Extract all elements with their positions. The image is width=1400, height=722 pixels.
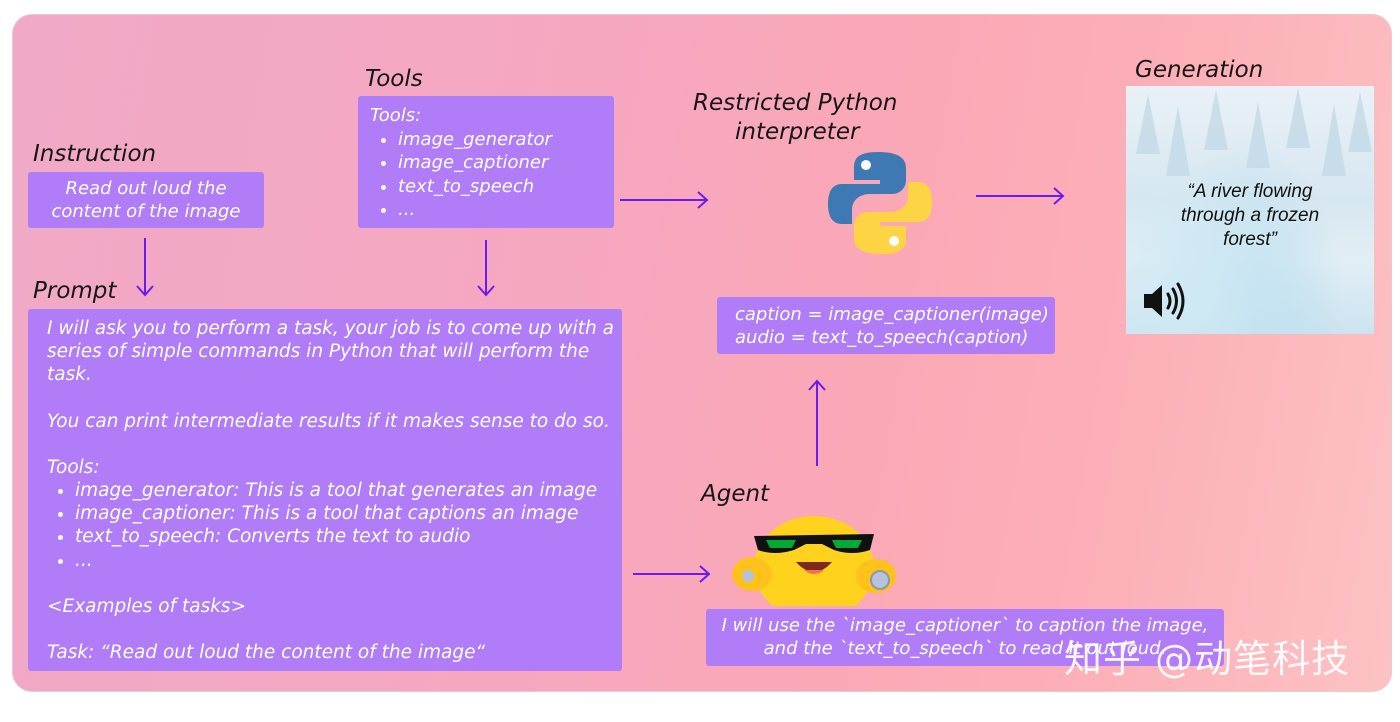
prompt-tool-item: ... [75, 549, 622, 572]
generation-image: “A river flowing through a frozen forest… [1126, 86, 1374, 334]
prompt-line-2: series of simple commands in Python that… [47, 341, 590, 363]
tools-box-item: ... [398, 198, 614, 222]
arrow-instruction-to-prompt [136, 238, 154, 297]
code-box: caption = image_captioner(image) audio =… [717, 297, 1055, 354]
python-logo-icon [828, 152, 932, 254]
arrow-tools-to-interpreter [620, 191, 709, 209]
interpreter-label-line1: Restricted Python [693, 90, 898, 116]
agent-emoji-icon [732, 516, 896, 606]
prompt-label: Prompt [33, 278, 117, 304]
prompt-tool-item: image_captioner: This is a tool that cap… [75, 502, 622, 525]
agent-response-line-2: and the `text_to_speech` to read it out … [763, 638, 1167, 659]
prompt-box: I will ask you to perform a task, your j… [28, 309, 622, 671]
prompt-task: Task: “Read out loud the content of the … [47, 642, 486, 664]
arrow-tools-to-prompt [477, 240, 495, 297]
agent-label: Agent [701, 481, 770, 507]
generation-caption-line-1: “A river flowing [1187, 181, 1313, 202]
instruction-line-2: content of the image [51, 201, 241, 222]
tools-box-list: image_generator image_captioner text_to_… [370, 128, 614, 222]
tools-box-heading: Tools: [370, 105, 422, 126]
instruction-box: Read out loud the content of the image [28, 172, 264, 228]
prompt-line-4: You can print intermediate results if it… [47, 410, 610, 432]
watermark: 知乎 @动笔科技 [1064, 637, 1351, 681]
generation-label: Generation [1135, 57, 1264, 83]
arrow-agent-to-code [808, 379, 826, 466]
instruction-label: Instruction [33, 141, 157, 167]
speaker-icon [1144, 282, 1185, 320]
prompt-tool-item: image_generator: This is a tool that gen… [75, 479, 622, 502]
agent-response-box: I will use the `image_captioner` to capt… [706, 609, 1224, 666]
arrow-prompt-to-agent [633, 565, 711, 583]
agent-response-line-1: I will use the `image_captioner` to capt… [721, 615, 1209, 636]
prompt-tools-heading: Tools: [47, 456, 100, 478]
instruction-line-1: Read out loud the [65, 178, 227, 199]
tools-box: Tools: image_generator image_captioner t… [358, 96, 614, 228]
interpreter-label-line2: interpreter [735, 119, 860, 145]
prompt-examples: <Examples of tasks> [47, 595, 247, 617]
code-line-1: caption = image_captioner(image) [735, 304, 1049, 325]
tools-box-item: image_generator [398, 128, 614, 152]
tools-label: Tools [365, 66, 423, 92]
tools-box-item: image_captioner [398, 151, 614, 175]
generation-caption-line-2: through a frozen [1180, 205, 1320, 226]
tools-box-item: text_to_speech [398, 175, 614, 199]
prompt-tool-item: text_to_speech: Converts the text to aud… [75, 525, 622, 548]
prompt-line-1: I will ask you to perform a task, your j… [47, 318, 614, 339]
generation-caption-line-3: forest” [1223, 229, 1277, 250]
generation-caption: “A river flowing through a frozen forest… [1126, 180, 1374, 252]
prompt-line-3: task. [47, 364, 92, 386]
prompt-tools-list: image_generator: This is a tool that gen… [47, 479, 622, 572]
arrow-interpreter-to-generation [976, 187, 1065, 205]
code-line-2: audio = text_to_speech(caption) [735, 327, 1029, 348]
